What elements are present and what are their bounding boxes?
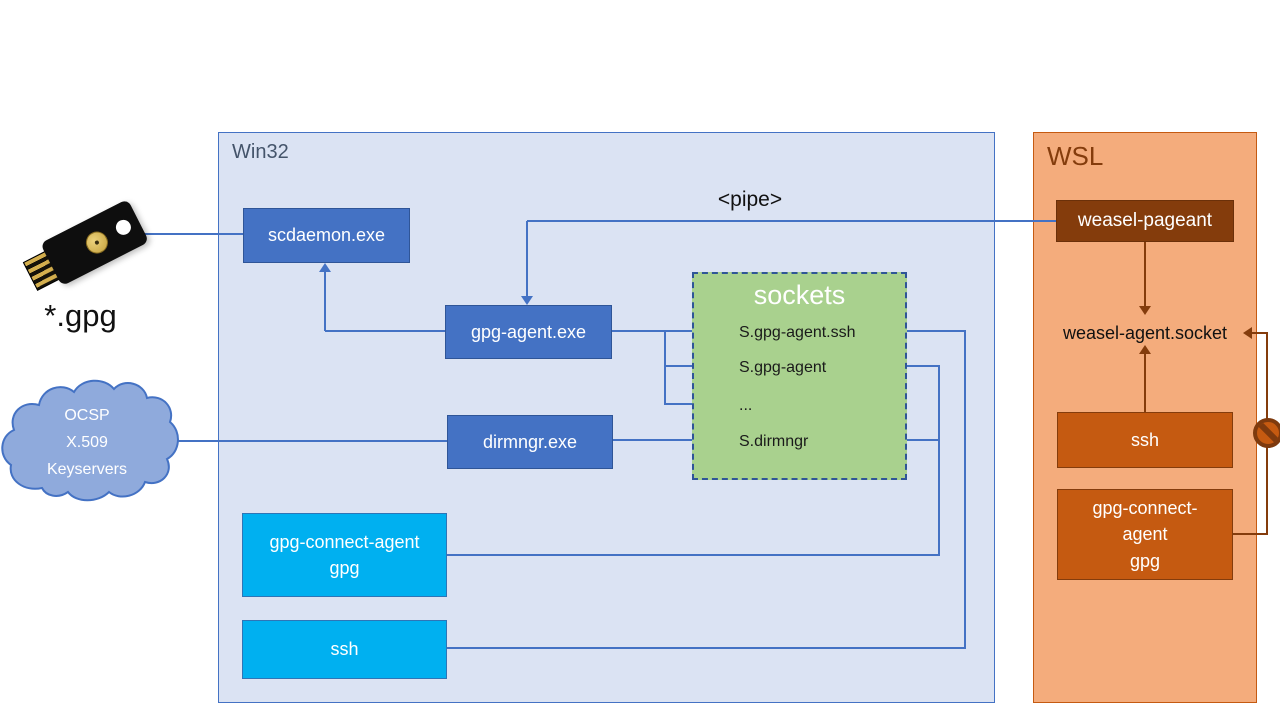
wsl-gpg-connect-agent-box: gpg-connect- agent gpg — [1057, 489, 1233, 580]
connector-line — [664, 330, 666, 405]
arrowhead — [319, 263, 331, 272]
dirmngr-label: dirmngr.exe — [482, 431, 578, 452]
wsl-ssh-label: ssh — [1130, 429, 1159, 450]
gpg-connect-agent-label-line2: gpg — [329, 558, 360, 578]
sockets-title: sockets — [753, 280, 846, 310]
arrowhead — [1243, 327, 1252, 339]
connector-line — [612, 330, 665, 332]
connector-line — [664, 403, 706, 405]
arrowhead — [1139, 306, 1151, 315]
connector-line — [325, 330, 445, 332]
connector-line — [526, 221, 528, 298]
win32-region-title: Win32 — [232, 141, 289, 163]
win32-ssh-box: ssh — [242, 620, 447, 679]
cloud-line-ocsp: OCSP — [64, 407, 110, 424]
connector-line — [938, 365, 940, 556]
keyserver-cloud-text: OCSP X.509 Keyservers — [12, 402, 162, 483]
arrowhead — [521, 296, 533, 305]
connector-line — [896, 439, 940, 441]
cloud-shape — [1, 379, 179, 502]
gpg-files-label: *.gpg — [44, 298, 117, 333]
weasel-pageant-label: weasel-pageant — [1077, 210, 1213, 232]
scdaemon-label: scdaemon.exe — [267, 225, 386, 246]
connector-line — [527, 220, 1057, 222]
connector-line — [1251, 332, 1268, 334]
win32-gpg-connect-agent-box: gpg-connect-agent gpg — [242, 513, 447, 597]
connector-line — [613, 439, 706, 441]
connector-line — [1233, 533, 1268, 535]
arrowhead — [1139, 345, 1151, 354]
keyserver-cloud: OCSP X.509 Keyservers — [0, 370, 182, 510]
wsl-ssh-box: ssh — [1057, 412, 1233, 468]
socket-item-gpg-agent-ssh: S.gpg-agent.ssh — [739, 324, 856, 341]
connector-line — [896, 330, 966, 332]
socket-item-dirmngr: S.dirmngr — [739, 433, 809, 450]
yubikey-gold-disc — [82, 227, 112, 258]
connector-line — [131, 233, 243, 235]
no-entry-icon — [1253, 418, 1280, 448]
yubikey-keyring-hole — [113, 217, 134, 238]
wsl-gpg-connect-label-line3: gpg — [1129, 550, 1161, 571]
connector-line — [447, 554, 940, 556]
cloud-line-x509: X.509 — [66, 434, 108, 451]
socket-item-ellipsis: ... — [739, 397, 753, 414]
wsl-region-title: WSL — [1047, 141, 1104, 171]
cloud-line-keyservers: Keyservers — [46, 461, 128, 478]
yubikey-assembly — [19, 198, 150, 297]
scdaemon-box: scdaemon.exe — [243, 208, 410, 263]
wsl-gpg-connect-label-line1: gpg-connect- — [1092, 498, 1198, 519]
connector-line — [1144, 353, 1146, 413]
gpg-agent-label: gpg-agent.exe — [470, 321, 587, 342]
socket-item-gpg-agent: S.gpg-agent — [739, 359, 827, 376]
win32-ssh-label: ssh — [330, 639, 359, 660]
dirmngr-box: dirmngr.exe — [447, 415, 613, 469]
yubikey-image — [15, 196, 150, 304]
connector-line — [896, 365, 940, 367]
gpg-connect-agent-label-line1: gpg-connect-agent — [269, 531, 420, 552]
connector-line — [1144, 242, 1146, 308]
connector-line — [664, 365, 706, 367]
connector-line — [174, 440, 447, 442]
weasel-agent-socket-label: weasel-agent.socket — [1062, 323, 1228, 343]
connector-line — [964, 330, 966, 649]
weasel-pageant-box: weasel-pageant — [1056, 200, 1234, 242]
gpg-agent-box: gpg-agent.exe — [445, 305, 612, 359]
yubikey-body — [40, 198, 150, 287]
pipe-label: <pipe> — [717, 188, 783, 211]
wsl-gpg-connect-label-line2: agent — [1122, 524, 1168, 545]
connector-line — [324, 271, 326, 331]
sockets-group: sockets S.gpg-agent.ssh S.gpg-agent ... … — [692, 272, 907, 480]
connector-line — [447, 647, 966, 649]
connector-line — [664, 330, 706, 332]
yubikey-contact-dot — [94, 239, 100, 246]
